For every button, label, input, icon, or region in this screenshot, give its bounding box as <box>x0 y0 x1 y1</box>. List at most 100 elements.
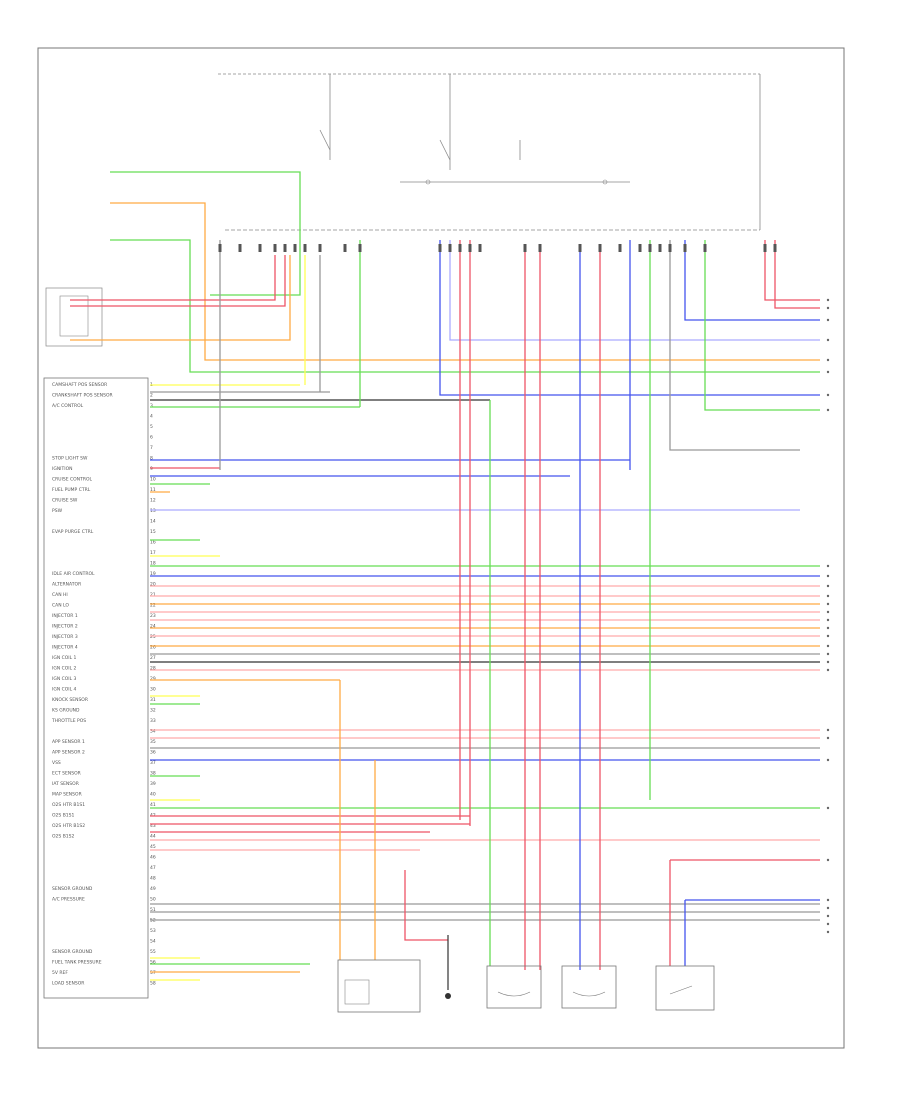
pcm-pin-number: 56 <box>150 960 156 966</box>
pcm-pin-label: CAN LO <box>52 603 69 609</box>
connector-pin <box>358 244 362 252</box>
wire-red-low <box>404 870 448 941</box>
pcm-pin-number: 15 <box>150 529 156 535</box>
pcm-pin-number: 31 <box>150 697 156 703</box>
pcm-pin-number: 8 <box>150 456 153 462</box>
pcm-pin-number: 51 <box>150 907 156 913</box>
pcm-pin-number: 5 <box>150 424 153 430</box>
right-terminal <box>826 736 830 740</box>
right-terminal <box>826 574 830 578</box>
wire-gray-v <box>669 240 800 451</box>
right-terminal <box>826 584 830 588</box>
pcm-pin-number: 40 <box>150 792 156 798</box>
connector-pin <box>658 244 662 252</box>
right-terminal <box>826 618 830 622</box>
connector-pin <box>458 244 462 252</box>
wire-top-4 <box>70 255 276 301</box>
connector-pin <box>468 244 472 252</box>
pcm-pin-number: 21 <box>150 592 156 598</box>
right-terminal <box>826 564 830 568</box>
pcm-pin-label: SENSOR GROUND <box>52 886 93 892</box>
connector-pin <box>258 244 262 252</box>
pcm-pin-number: 26 <box>150 645 156 651</box>
connector-pin <box>343 244 347 252</box>
wire-green-v3 <box>704 240 820 411</box>
right-terminal <box>826 930 830 934</box>
pcm-pin-label: INJECTOR 2 <box>52 624 78 630</box>
pcm-pin-number: 50 <box>150 897 156 903</box>
pcm-pin-label: FUEL PUMP CTRL <box>52 487 91 493</box>
right-terminal <box>826 644 830 648</box>
wire-harness <box>70 171 820 981</box>
pcm-pin-number: 3 <box>150 403 153 409</box>
connector-pin <box>283 244 287 252</box>
pcm-pin-number: 41 <box>150 802 156 808</box>
right-terminal <box>826 660 830 664</box>
pcm-pin-number: 29 <box>150 676 156 682</box>
camshaft-position-sensor <box>337 959 421 1013</box>
relay-switches <box>319 129 608 185</box>
pcm-pin-number: 37 <box>150 760 156 766</box>
connector-pin <box>318 244 322 252</box>
pcm-pin-number: 30 <box>150 687 156 693</box>
right-terminal <box>826 922 830 926</box>
pcm-pin-number: 55 <box>150 949 156 955</box>
right-terminal <box>826 338 830 342</box>
connector-pin <box>648 244 652 252</box>
pcm-pin-number: 36 <box>150 750 156 756</box>
right-terminal <box>826 914 830 918</box>
wire-red-r1 <box>764 240 820 301</box>
pcm-pin-label: IAT SENSOR <box>52 781 79 787</box>
pcm-pin-number: 11 <box>150 487 156 493</box>
pcm-pin-number: 54 <box>150 939 156 945</box>
pcm-pin-number: 47 <box>150 865 156 871</box>
right-terminal <box>826 408 830 412</box>
connector-pin <box>478 244 482 252</box>
connector-pin <box>618 244 622 252</box>
pcm-pin-number: 2 <box>150 393 153 399</box>
right-terminal <box>826 898 830 902</box>
diagram-frame <box>37 47 845 1049</box>
ignition-coil-rear <box>561 965 617 1009</box>
connector-pin <box>683 244 687 252</box>
connector-pin <box>293 244 297 252</box>
pcm-pin-label: ALTERNATOR <box>52 582 81 588</box>
right-terminal <box>826 306 830 310</box>
wire-blue-loop <box>439 240 820 396</box>
connector-pin <box>638 244 642 252</box>
pcm-pin-label: LOAD SENSOR <box>52 981 84 987</box>
wire-blue-v3 <box>684 240 820 321</box>
pcm-pin-label: APP SENSOR 1 <box>52 739 85 745</box>
pcm-pin-label: O2S B1S1 <box>52 813 74 819</box>
pcm-module <box>43 377 149 999</box>
pcm-pin-label: MAP SENSOR <box>52 792 82 798</box>
right-terminal <box>826 602 830 606</box>
pcm-pin-label: SENSOR GROUND <box>52 949 93 955</box>
right-terminal <box>826 393 830 397</box>
pcm-pin-label: FUEL TANK PRESSURE <box>52 960 102 966</box>
connector-pin <box>273 244 277 252</box>
pcm-pin-label: ECT SENSOR <box>52 771 81 777</box>
right-terminal <box>826 318 830 322</box>
connector-pin <box>763 244 767 252</box>
knock-sensor <box>445 935 451 999</box>
pcm-pin-label: INJECTOR 4 <box>52 645 78 651</box>
pcm-pin-number: 22 <box>150 603 156 609</box>
pcm-pin-label: O2S HTR B1S1 <box>52 802 85 808</box>
connector-pin <box>703 244 707 252</box>
crankshaft-position-sensor <box>655 965 715 1011</box>
pcm-pin-number: 39 <box>150 781 156 787</box>
pcm-pin-label: THROTTLE POS <box>51 718 86 724</box>
right-terminal <box>826 906 830 910</box>
connector-pin <box>578 244 582 252</box>
pcm-pin-number: 6 <box>150 435 153 441</box>
pcm-pin-number: 14 <box>150 519 156 525</box>
pcm-pin-number: 4 <box>150 414 153 420</box>
pcm-pin-label: KS GROUND <box>52 708 80 714</box>
wire-top-6 <box>70 255 291 341</box>
pcm-pin-label: A/C PRESSURE <box>52 897 85 903</box>
pcm-pin-number: 18 <box>150 561 156 567</box>
pcm-pin-label: VSS <box>52 760 61 766</box>
pcm-pin-label: CAN HI <box>52 592 68 598</box>
